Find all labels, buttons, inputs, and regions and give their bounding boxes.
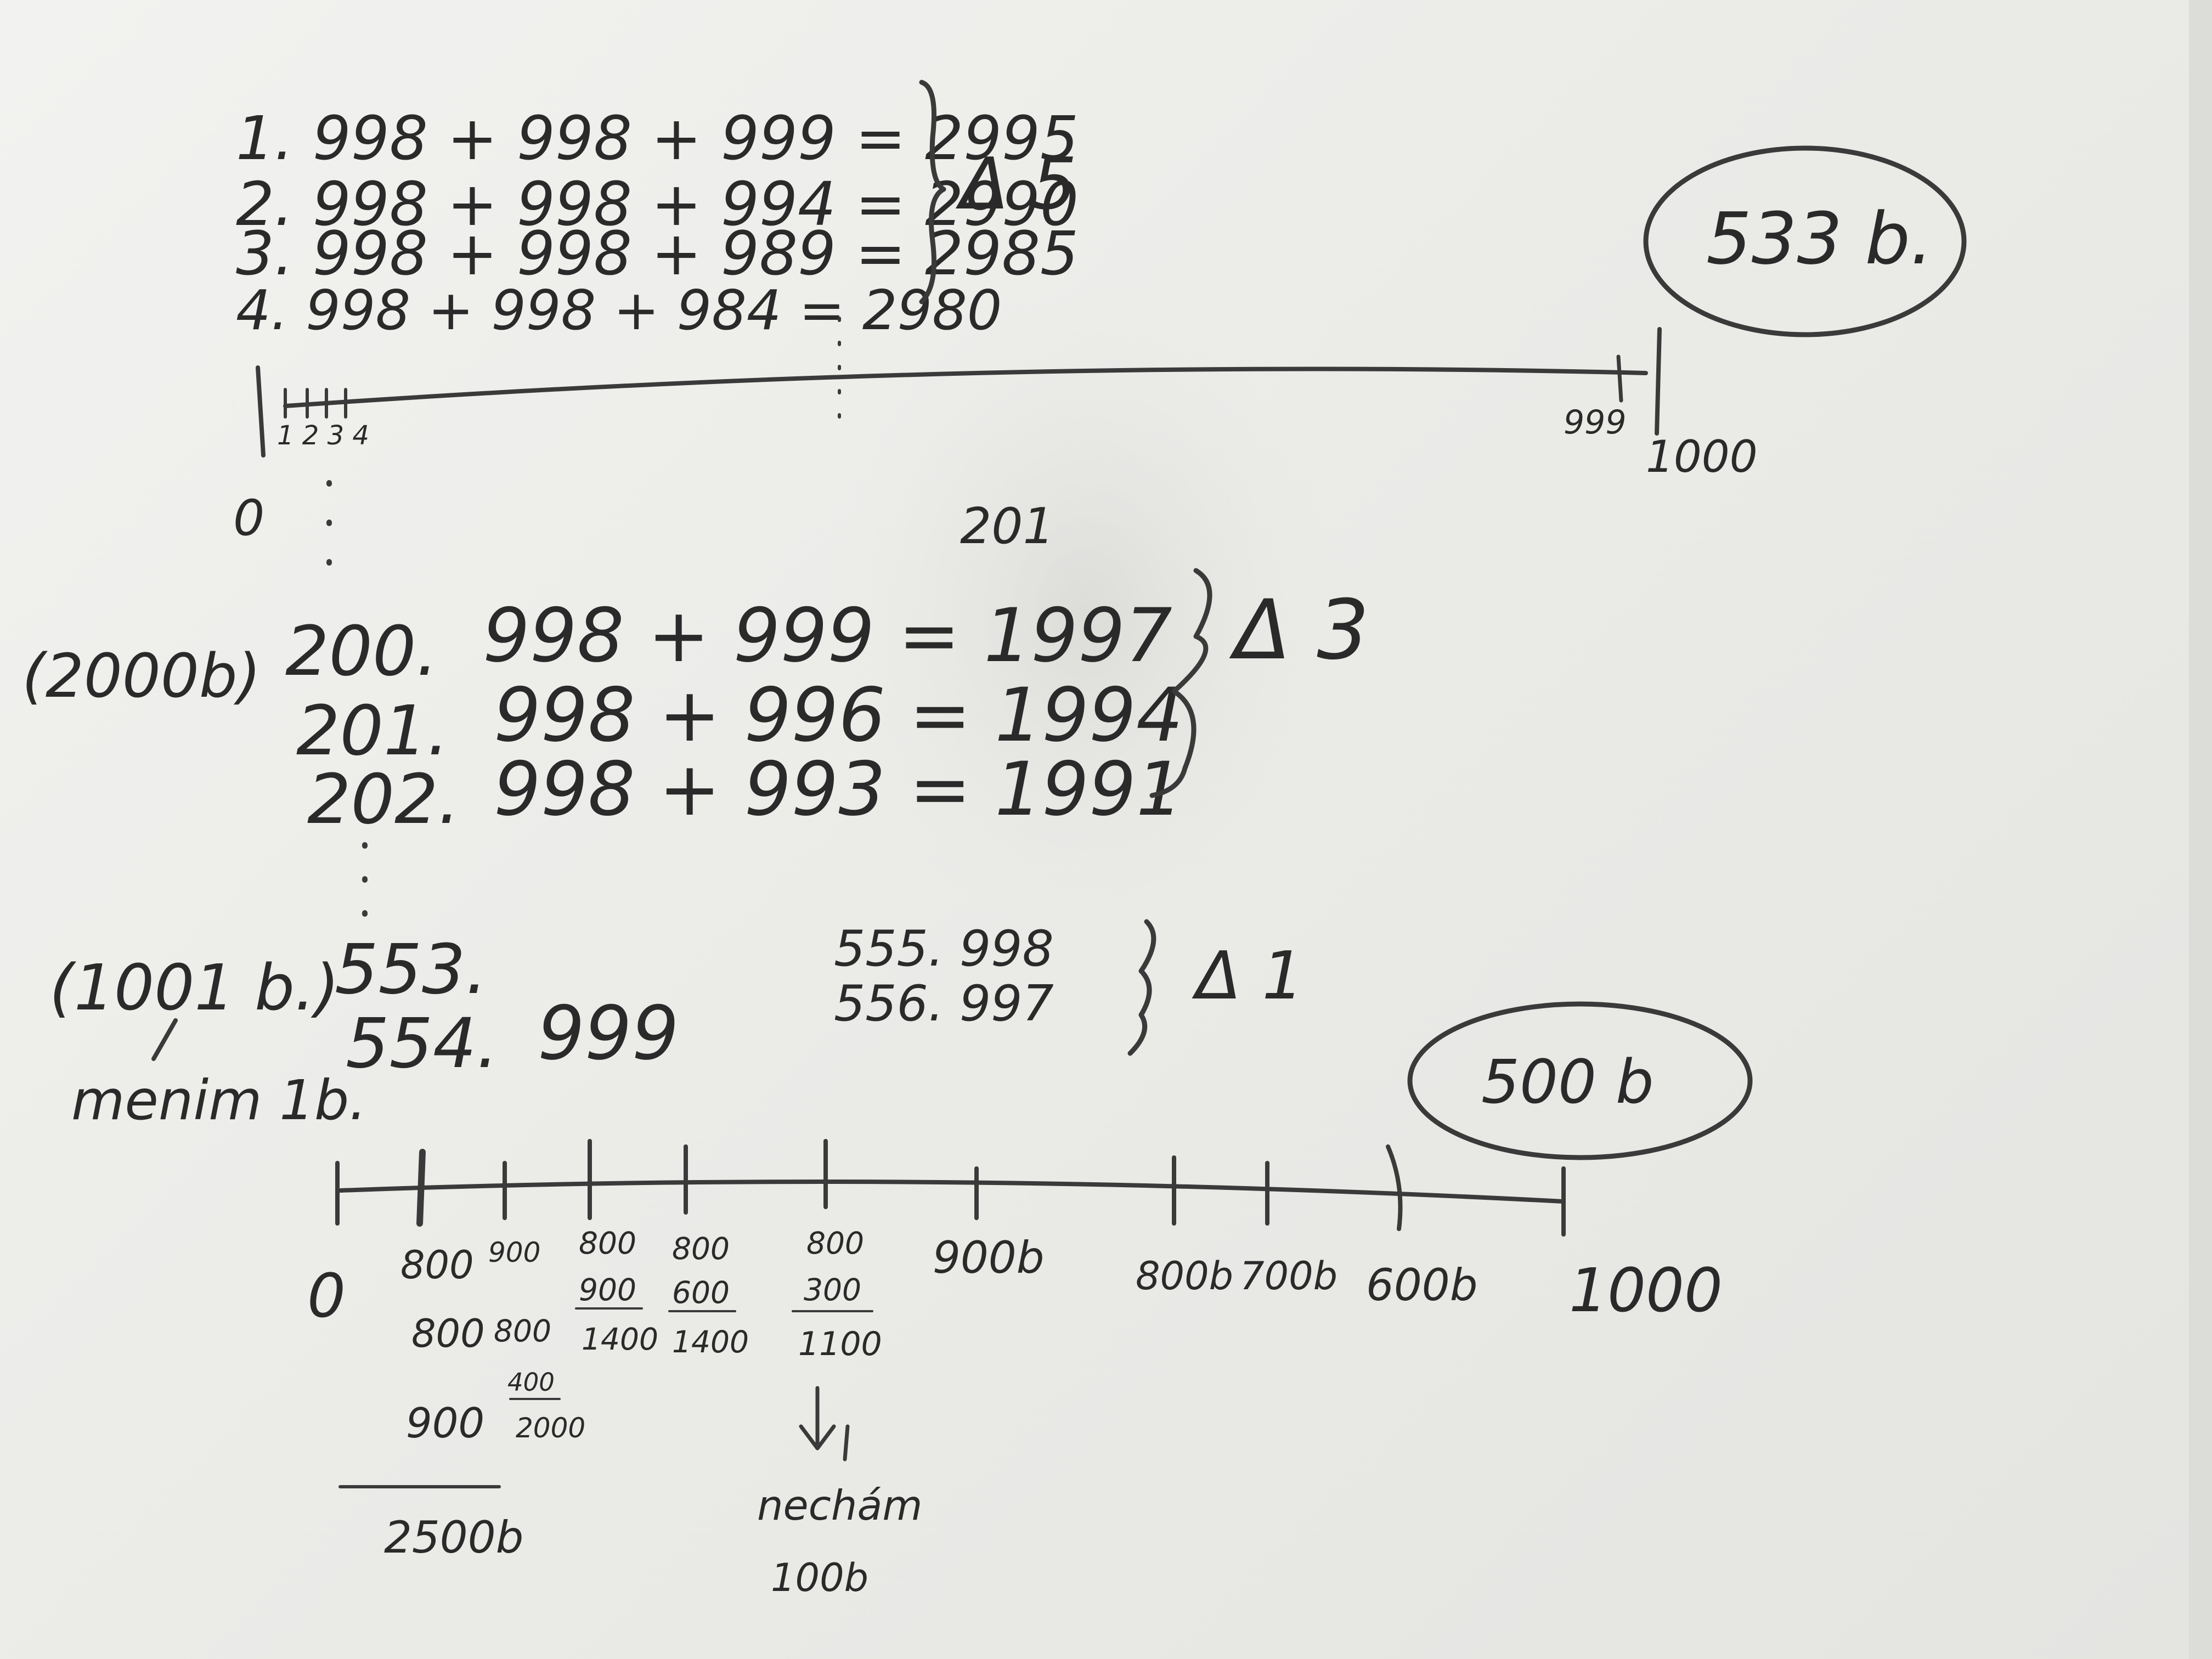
stack-b-2: 800 bbox=[494, 1313, 551, 1348]
stack-a-1: 800 bbox=[400, 1243, 474, 1288]
circle-533b bbox=[1643, 145, 1967, 337]
stack-d-2: 600 bbox=[672, 1275, 730, 1310]
label-600b: 600b bbox=[1366, 1260, 1477, 1311]
tick-999: 999 bbox=[1564, 403, 1627, 442]
brace-lower bbox=[1127, 919, 1156, 1056]
row-554-expr: 999 bbox=[538, 990, 679, 1076]
label-2000b: (2000b) bbox=[22, 641, 261, 711]
delta-1: Δ 1 bbox=[1192, 938, 1304, 1014]
ticks-1234: 1 2 3 4 bbox=[277, 420, 369, 451]
stack-b-1: 900 bbox=[488, 1237, 540, 1268]
stack-d-3: 1400 bbox=[672, 1324, 749, 1359]
stack-a-total: 2500b bbox=[384, 1512, 523, 1563]
delta-3: Δ 3 bbox=[1229, 583, 1369, 678]
row-201-expr: 998 + 996 = 1994 bbox=[494, 672, 1183, 758]
stack-e-3: 1100 bbox=[798, 1325, 882, 1363]
brace-middle bbox=[1149, 568, 1212, 798]
stack-b-3: 400 bbox=[507, 1368, 555, 1397]
top-equations: 1. 998 + 998 + 999 = 2995 2. 998 + 998 +… bbox=[236, 103, 1079, 342]
stack-e-1: 800 bbox=[806, 1226, 864, 1261]
stack-b-4: 2000 bbox=[516, 1412, 585, 1444]
number-line-1: 1 2 3 4 999 1000 0 bbox=[233, 317, 1758, 579]
row-554-index: 554. bbox=[346, 1004, 498, 1084]
stack-a-2: 800 bbox=[411, 1311, 485, 1356]
stack-c-3: 1400 bbox=[582, 1322, 658, 1357]
tick-1000: 1000 bbox=[1646, 431, 1758, 482]
equation-line-1: 1. 998 + 998 + 999 = 2995 bbox=[236, 103, 1079, 173]
reflection-shadow bbox=[823, 274, 1350, 955]
stack-c-1: 800 bbox=[579, 1226, 636, 1261]
row-555: 555. 998 bbox=[834, 920, 1054, 978]
equation-line-3: 3. 998 + 998 + 989 = 2985 bbox=[236, 218, 1079, 289]
row-556: 556. 997 bbox=[834, 975, 1054, 1032]
lower-equations: (1001 b.) menim 1b. 553. 554. 999 555. 9… bbox=[49, 920, 1054, 1132]
label-201: 201 bbox=[960, 498, 1054, 555]
circled-500b: 500 b bbox=[1481, 1047, 1654, 1117]
middle-equations: 201 (2000b) 200. 998 + 999 = 1997 201. 9… bbox=[22, 498, 1183, 930]
row-553-index: 553. bbox=[335, 930, 487, 1009]
zero-label-2: 0 bbox=[307, 1261, 346, 1331]
end-label-1000: 1000 bbox=[1569, 1255, 1723, 1325]
row-201-index: 201. bbox=[296, 691, 449, 771]
brace-top bbox=[919, 80, 946, 304]
label-menim-1b: menim 1b. bbox=[71, 1068, 366, 1132]
down-arrow-icon bbox=[799, 1386, 850, 1462]
zero-label-1: 0 bbox=[233, 489, 264, 547]
equation-line-4: 4. 998 + 998 + 984 = 2980 bbox=[236, 278, 1002, 342]
label-700b: 700b bbox=[1240, 1254, 1338, 1299]
note-necham: nechám bbox=[757, 1481, 922, 1530]
number-line-2: 0 1000 900b 800b 700b 600b 800 800 900 2… bbox=[307, 1139, 1723, 1600]
row-200-expr: 998 + 999 = 1997 bbox=[483, 592, 1172, 679]
label-1001b: (1001 b.) bbox=[49, 951, 340, 1025]
note-100b: 100b bbox=[771, 1555, 868, 1600]
board-edge bbox=[2189, 0, 2212, 1659]
row-202-expr: 998 + 993 = 1991 bbox=[494, 746, 1183, 832]
stack-d-1: 800 bbox=[672, 1231, 730, 1266]
row-202-index: 202. bbox=[307, 760, 460, 839]
label-800b: 800b bbox=[1136, 1254, 1233, 1299]
stack-a-3: 900 bbox=[406, 1399, 484, 1447]
row-200-index: 200. bbox=[285, 612, 438, 691]
stack-e-2: 300 bbox=[804, 1272, 861, 1307]
delta-5: Δ 5 bbox=[955, 142, 1077, 225]
label-900b: 900b bbox=[933, 1232, 1044, 1283]
stack-c-2: 900 bbox=[579, 1272, 636, 1307]
circle-500b bbox=[1407, 1001, 1753, 1160]
circled-533b: 533 b. bbox=[1706, 197, 1933, 280]
